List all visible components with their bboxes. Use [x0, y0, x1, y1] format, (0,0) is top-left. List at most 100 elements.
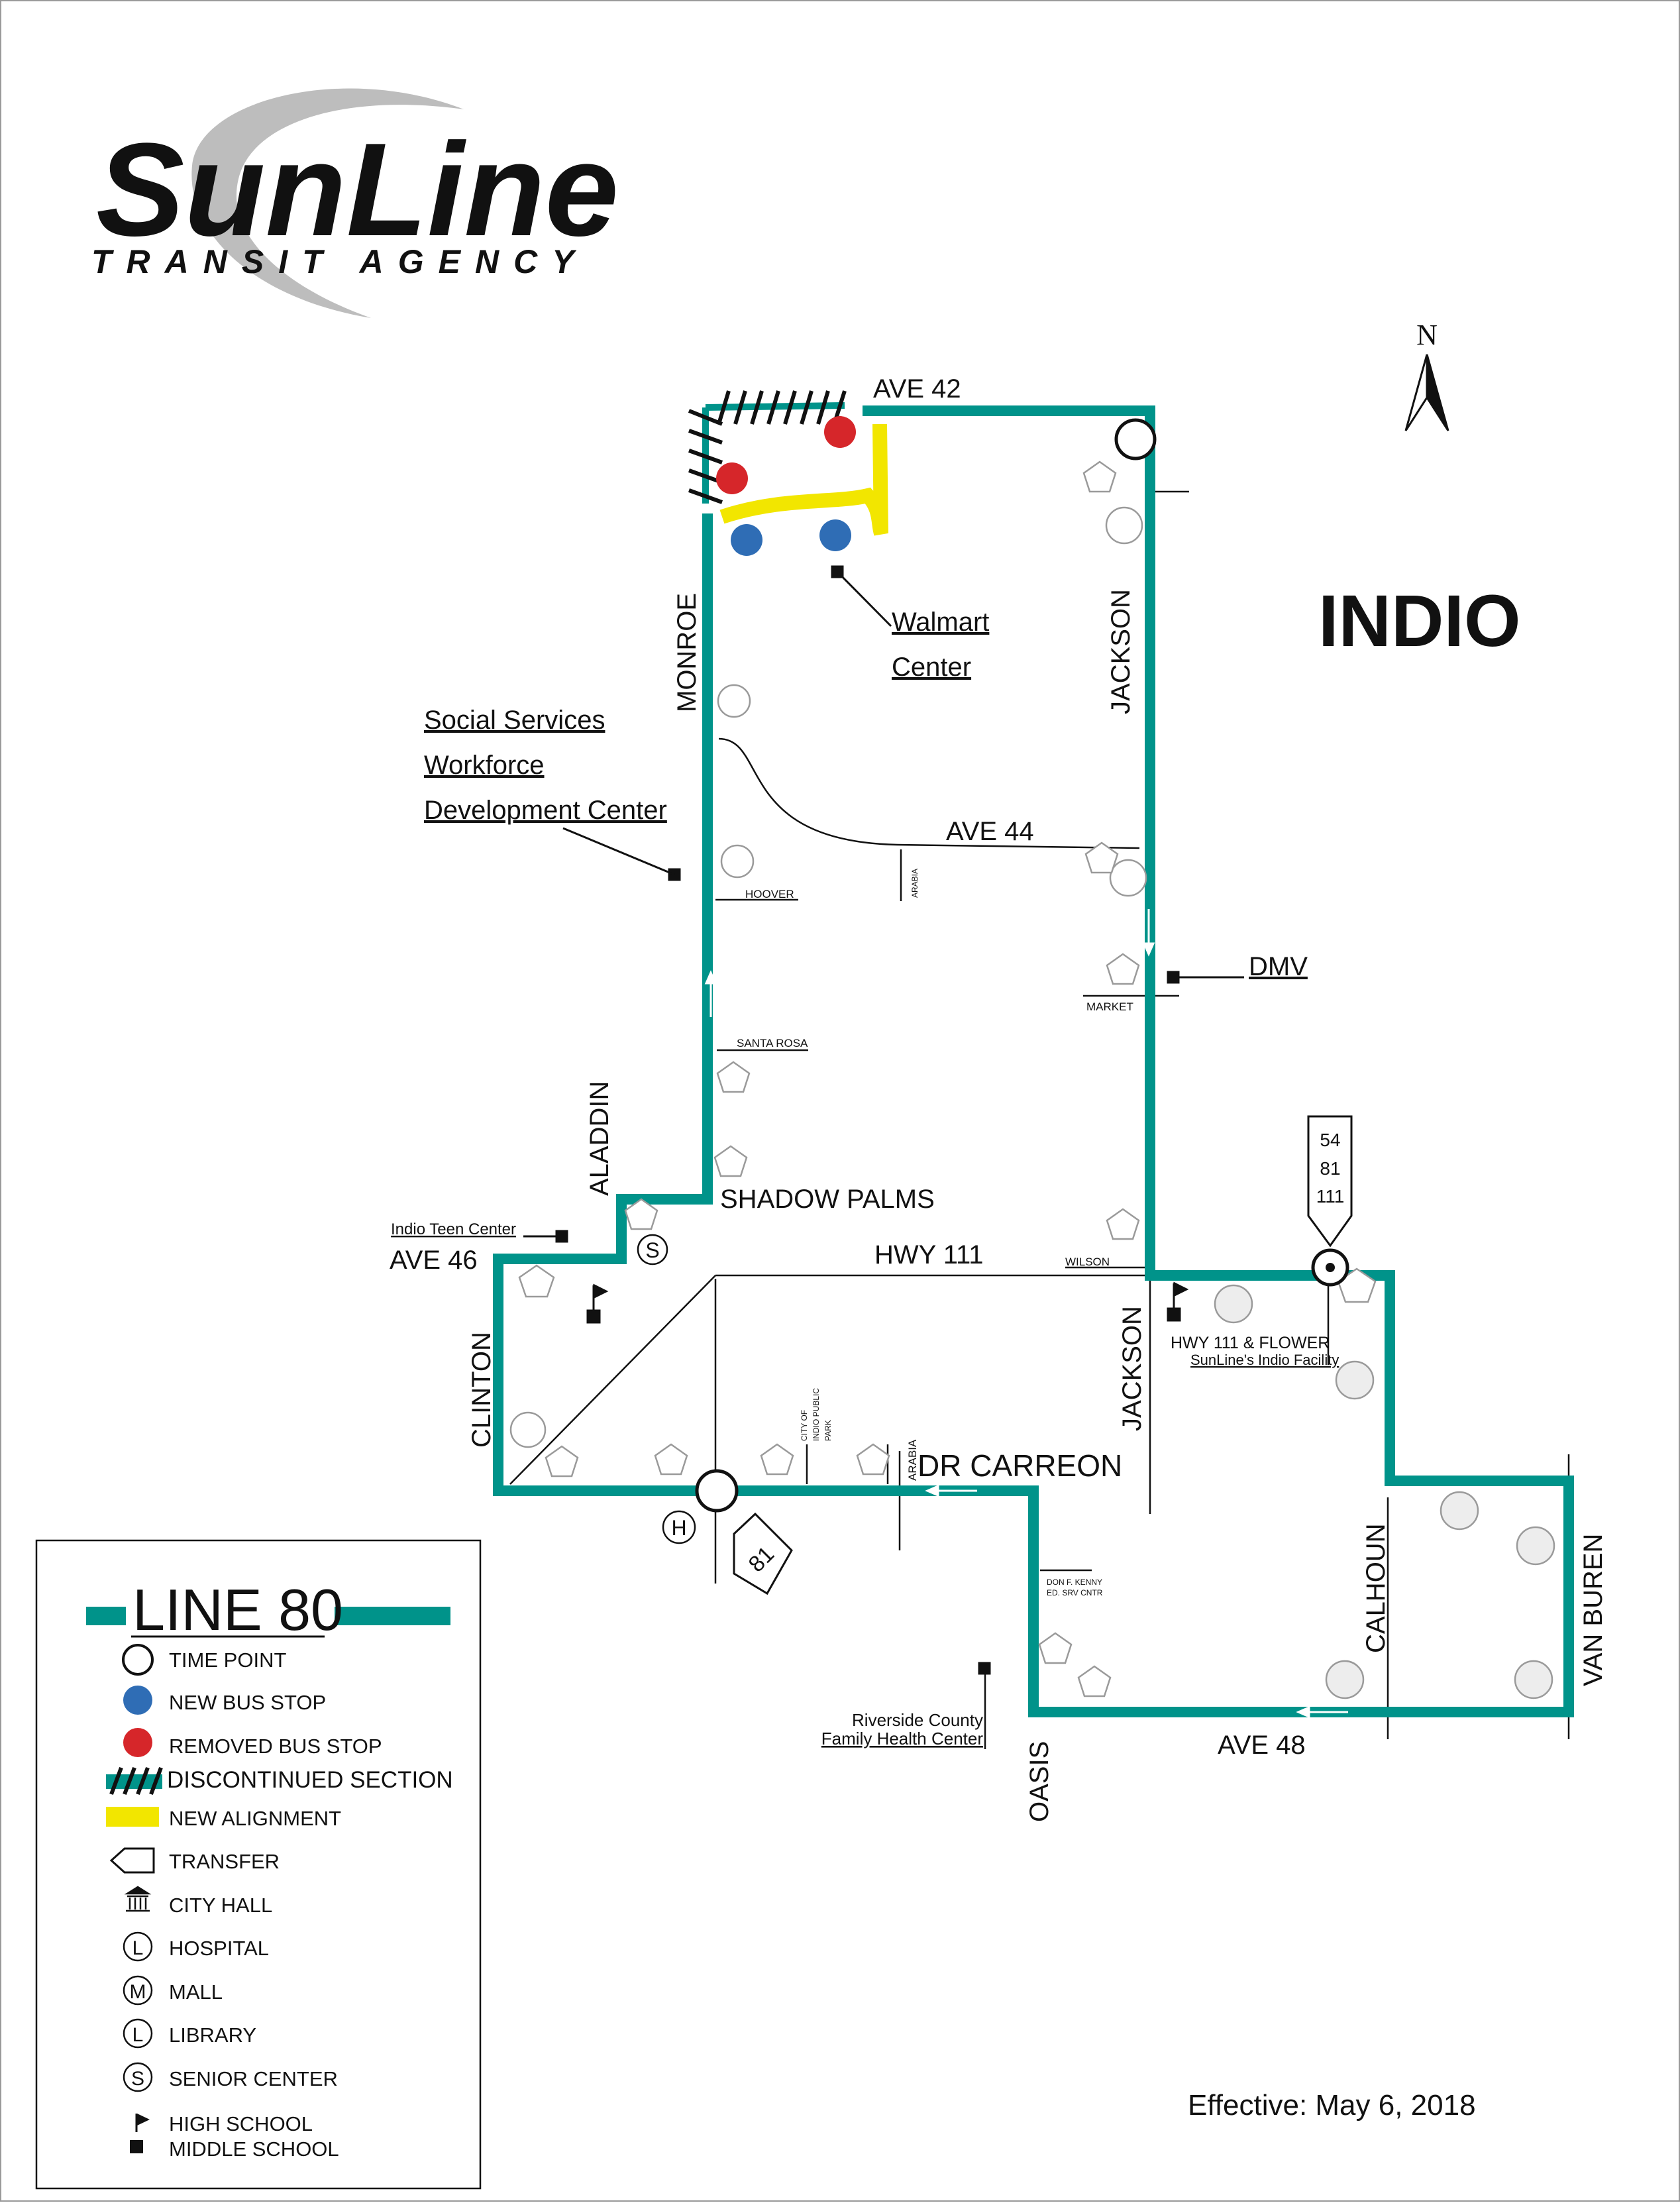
street-labels: AVE 42 MONROE JACKSON AVE 44 ARABIA HOOV… — [390, 374, 1608, 1822]
bus-stop[interactable] — [509, 1411, 547, 1448]
legend-high-school-symbol — [137, 2114, 150, 2125]
legend-new-alignment: NEW ALIGNMENT — [169, 1807, 341, 1830]
school-marker[interactable] — [1167, 1307, 1181, 1322]
north-arrow-right — [1426, 354, 1449, 431]
label-family-health: Family Health Center — [821, 1729, 984, 1748]
legend-city-hall: CITY HALL — [169, 1894, 272, 1917]
senior-center-symbol[interactable] — [637, 1234, 668, 1265]
legend-city-hall-symbol — [124, 1886, 152, 1912]
bus-stop[interactable] — [654, 1443, 688, 1476]
bus-stops-circles — [509, 506, 1555, 1699]
bus-stop[interactable] — [624, 1198, 658, 1230]
bus-stop[interactable] — [1516, 1526, 1555, 1566]
transfer-route: 54 — [1320, 1130, 1340, 1150]
transfer-marker[interactable]: 54 81 111 — [1307, 1115, 1353, 1248]
north-label: N — [1416, 319, 1438, 351]
teen-center-marker[interactable] — [555, 1230, 568, 1243]
label-arabia-north: ARABIA — [910, 869, 919, 898]
legend-senior-center: SENIOR CENTER — [169, 2067, 338, 2090]
label-ave-42: AVE 42 — [873, 374, 961, 403]
label-jackson-south: JACKSON — [1118, 1306, 1147, 1431]
dmv-marker[interactable] — [1167, 971, 1180, 984]
legend-middle-school-symbol — [130, 2140, 143, 2153]
bus-stop[interactable] — [1109, 859, 1147, 897]
street-diagonal — [509, 1275, 716, 1485]
route-line-80 — [493, 405, 1574, 1717]
legend-title: LINE 80 — [132, 1577, 343, 1642]
map-symbols: S H — [637, 1234, 696, 1544]
bus-stop[interactable] — [1335, 1360, 1375, 1400]
bus-stop[interactable] — [713, 1145, 748, 1177]
bus-stop[interactable] — [720, 844, 755, 879]
logo-swoosh — [191, 88, 464, 318]
poi-markers — [523, 565, 1244, 1675]
bus-stop[interactable] — [1084, 841, 1119, 874]
new-alignment-path — [719, 423, 888, 536]
legend-discontinued-hatch — [109, 1766, 163, 1796]
hatch — [149, 1766, 163, 1796]
flag — [1173, 1281, 1189, 1297]
legend-hospital-symbol — [123, 1931, 153, 1962]
label-ed-srv-cntr: ED. SRV CNTR — [1047, 1588, 1103, 1597]
bus-stop[interactable] — [717, 684, 751, 718]
time-point-monroe-dr-carreon[interactable] — [695, 1469, 739, 1513]
new-bus-stop[interactable] — [819, 519, 851, 551]
legend-route-bar-right — [335, 1607, 450, 1625]
place-labels: Walmart Center Social Services Workforce… — [391, 608, 1339, 1748]
label-park-1: CITY OF — [800, 1410, 809, 1441]
highway-shield[interactable]: 81 — [733, 1512, 793, 1595]
legend-time-point: TIME POINT — [169, 1648, 286, 1672]
bus-stop[interactable] — [760, 1443, 794, 1476]
label-santa-rosa: SANTA ROSA — [737, 1037, 808, 1049]
hatch — [688, 449, 723, 464]
hospital-symbol[interactable] — [662, 1510, 696, 1544]
label-park-2: INDIO PUBLIC — [812, 1388, 821, 1441]
city-name: INDIO — [1318, 580, 1521, 662]
effective-date: Effective: May 6, 2018 — [1188, 2089, 1476, 2122]
label-hoover: HOOVER — [745, 888, 794, 900]
arrow-head — [925, 1484, 939, 1497]
bus-stop[interactable] — [1038, 1632, 1073, 1664]
route-path — [493, 405, 1574, 1717]
legend-library-letter: L — [132, 2024, 144, 2046]
legend-senior-center-letter: S — [131, 2068, 144, 2090]
time-points — [695, 418, 1349, 1513]
legend-hospital-letter: L — [132, 1937, 144, 1959]
legend-discontinued: DISCONTINUED SECTION — [167, 1767, 453, 1793]
label-market: MARKET — [1086, 1000, 1133, 1013]
bus-stop[interactable] — [1106, 953, 1140, 985]
bus-stop[interactable] — [1440, 1491, 1479, 1531]
label-park-3: PARK — [823, 1420, 833, 1441]
time-point-ave42-jackson[interactable] — [1114, 418, 1157, 460]
bus-stop[interactable] — [1325, 1660, 1365, 1699]
bus-stop[interactable] — [1214, 1284, 1253, 1324]
bus-stop[interactable] — [1082, 460, 1117, 493]
label-dr-carreon: DR CARREON — [918, 1448, 1122, 1483]
street-network — [509, 490, 1570, 1749]
legend: LINE 80 TIME POINT NEW BUS STOP REMOVED … — [35, 1539, 482, 2190]
bus-stop[interactable] — [1106, 1208, 1140, 1240]
label-development-center: Development Center — [424, 796, 667, 825]
removed-bus-stop[interactable] — [824, 416, 856, 448]
legend-middle-school: MIDDLE SCHOOL — [169, 2137, 339, 2161]
hatch — [750, 390, 764, 425]
bus-stop[interactable] — [716, 1061, 751, 1093]
bus-stop[interactable] — [545, 1445, 579, 1478]
bus-stop[interactable] — [856, 1443, 890, 1476]
leader-line — [836, 570, 892, 627]
label-hwy-111: HWY 111 — [874, 1240, 984, 1269]
label-oasis: OASIS — [1025, 1741, 1054, 1822]
senior-center-letter: S — [645, 1238, 659, 1262]
health-center-marker[interactable] — [978, 1662, 991, 1675]
bus-stop[interactable] — [1514, 1660, 1553, 1699]
new-bus-stop[interactable] — [731, 524, 762, 556]
removed-bus-stop[interactable] — [716, 462, 748, 494]
bus-stop[interactable] — [1105, 506, 1143, 545]
bus-stop[interactable] — [1077, 1665, 1112, 1697]
school-marker[interactable] — [586, 1309, 601, 1324]
label-teen-center: Indio Teen Center — [391, 1220, 516, 1238]
label-van-buren: VAN BUREN — [1579, 1534, 1608, 1686]
bus-stop[interactable] — [518, 1264, 555, 1298]
legend-transfer-symbol — [109, 1847, 155, 1874]
hatch — [123, 1766, 136, 1796]
